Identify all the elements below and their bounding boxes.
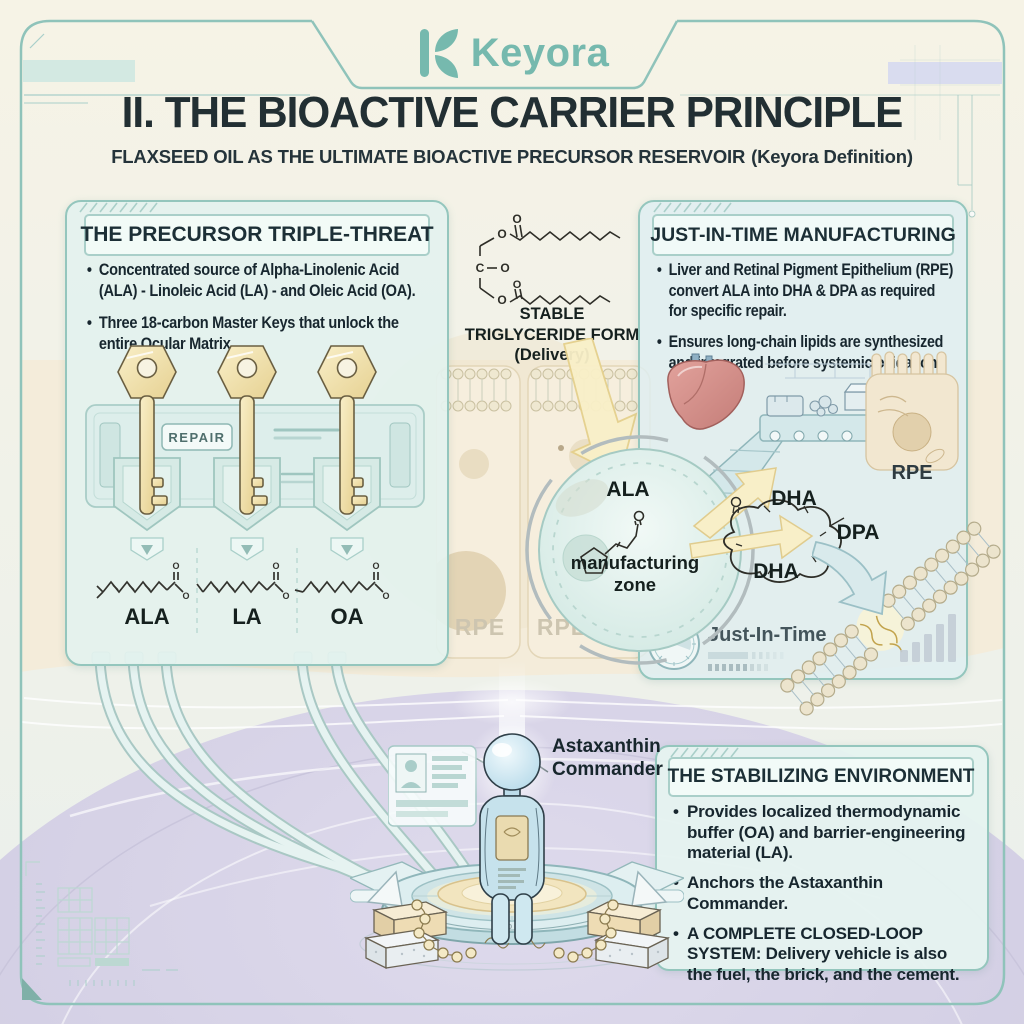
stabilizing-bullet-list: Provides localized thermodynamic buffer … xyxy=(672,802,972,986)
dpa-arrow-icon xyxy=(812,540,888,616)
atom-o: O xyxy=(282,591,289,601)
rpe-cell-icon xyxy=(865,351,959,471)
stabilizing-title-text: THE STABILIZING ENVIRONMENT xyxy=(667,766,975,787)
atom-o: O xyxy=(372,561,379,571)
brick-stack-right xyxy=(585,870,671,970)
commander-label-line1: Astaxanthin xyxy=(552,736,661,757)
commander-label-line2: Commander xyxy=(552,758,663,780)
manufacturing-panel-title: JUST-IN-TIME MANUFACTURING xyxy=(650,214,956,256)
atom-o: O xyxy=(272,561,279,571)
astaxanthin-commander-figure xyxy=(468,720,556,945)
manufacturing-title-text: JUST-IN-TIME MANUFACTURING xyxy=(650,223,956,246)
dha-top-label: DHA xyxy=(771,487,817,510)
oa-label: OA xyxy=(330,604,364,629)
rpe-left-label: RPE xyxy=(454,614,506,640)
triglyceride-structure: C O O O O O xyxy=(476,214,621,306)
platform-text: VOW xyxy=(499,924,525,931)
page-title: II. THE BIOACTIVE CARRIER PRINCIPLE xyxy=(121,88,904,137)
bullet-item: Anchors the Astaxanthin Commander. xyxy=(672,873,972,914)
zone-label-line2: zone xyxy=(613,574,657,596)
bullet-item: Concentrated source of Alpha-Linolenic A… xyxy=(86,260,436,301)
jit-label: Just-In-Time xyxy=(708,624,827,646)
atom-o: O xyxy=(513,279,522,291)
triglyceride-label-line2: TRIGLYCERIDE FORM xyxy=(464,325,640,344)
atom-o: O xyxy=(172,561,179,571)
brand-logo: Keyora xyxy=(0,26,1024,80)
atom-o: O xyxy=(512,214,521,226)
lipid-bilayer-illustration xyxy=(780,521,1001,716)
triglyceride-label-line1: STABLE xyxy=(519,305,585,323)
bullet-item: Provides localized thermodynamic buffer … xyxy=(672,802,972,864)
subtitle-suffix: (Keyora Definition) xyxy=(751,146,913,167)
subtitle-main: FLAXSEED OIL AS THE ULTIMATE BIOACTIVE P… xyxy=(111,146,746,167)
jit-progress-ticks xyxy=(708,652,784,671)
atom-o: O xyxy=(497,293,506,306)
atom-o: O xyxy=(497,227,506,241)
commander-label: Astaxanthin Commander xyxy=(552,736,682,782)
zone-ala-label: ALA xyxy=(606,478,650,501)
zone-label-line1: manufacturing xyxy=(570,552,700,573)
precursor-bullet-list: Concentrated source of Alpha-Linolenic A… xyxy=(86,260,436,355)
precursor-title-text: THE PRECURSOR TRIPLE-THREAT xyxy=(80,223,434,246)
la-label: LA xyxy=(232,604,262,629)
atom-c: C xyxy=(476,261,485,275)
panel-tab-hatch xyxy=(670,747,739,758)
bullet-item: Three 18-carbon Master Keys that unlock … xyxy=(86,313,436,354)
brand-name: Keyora xyxy=(470,30,610,75)
dha-bottom-label: DHA xyxy=(753,560,799,583)
bullet-item: Liver and Retinal Pigment Epithelium (RP… xyxy=(656,260,954,322)
down-arrow-icons xyxy=(130,537,364,561)
conversion-arrows xyxy=(689,467,814,560)
panel-tab-hatch xyxy=(653,202,732,213)
atom-o: O xyxy=(182,591,189,601)
zone-label: manufacturing zone xyxy=(570,552,700,596)
atom-o: O xyxy=(500,261,509,275)
dpa-label: DPA xyxy=(836,521,880,544)
keyora-leaf-icon xyxy=(419,29,458,78)
precursor-panel-title: THE PRECURSOR TRIPLE-THREAT xyxy=(80,214,434,256)
fatty-acid-structures: O O O O O O xyxy=(96,561,390,601)
rpe-cell-label: RPE xyxy=(891,462,933,484)
repair-label: REPAIR xyxy=(168,430,225,445)
bullet-item: A COMPLETE CLOSED-LOOP SYSTEM: Delivery … xyxy=(672,924,972,986)
delivery-arrow-icon xyxy=(562,338,638,478)
stabilizing-panel-title: THE STABILIZING ENVIRONMENT xyxy=(668,757,974,797)
bead-chain-molecules xyxy=(411,899,619,963)
panel-tab-hatch xyxy=(79,202,158,213)
id-card-icon xyxy=(388,745,477,827)
ala-label: ALA xyxy=(124,604,170,629)
page-subtitle: FLAXSEED OIL AS THE ULTIMATE BIOACTIVE P… xyxy=(0,146,1024,168)
master-keys-illustration: REPAIR xyxy=(85,345,425,532)
bar-chart-icon xyxy=(900,614,956,662)
atom-o: O xyxy=(382,591,389,601)
liver-icon xyxy=(667,353,745,430)
